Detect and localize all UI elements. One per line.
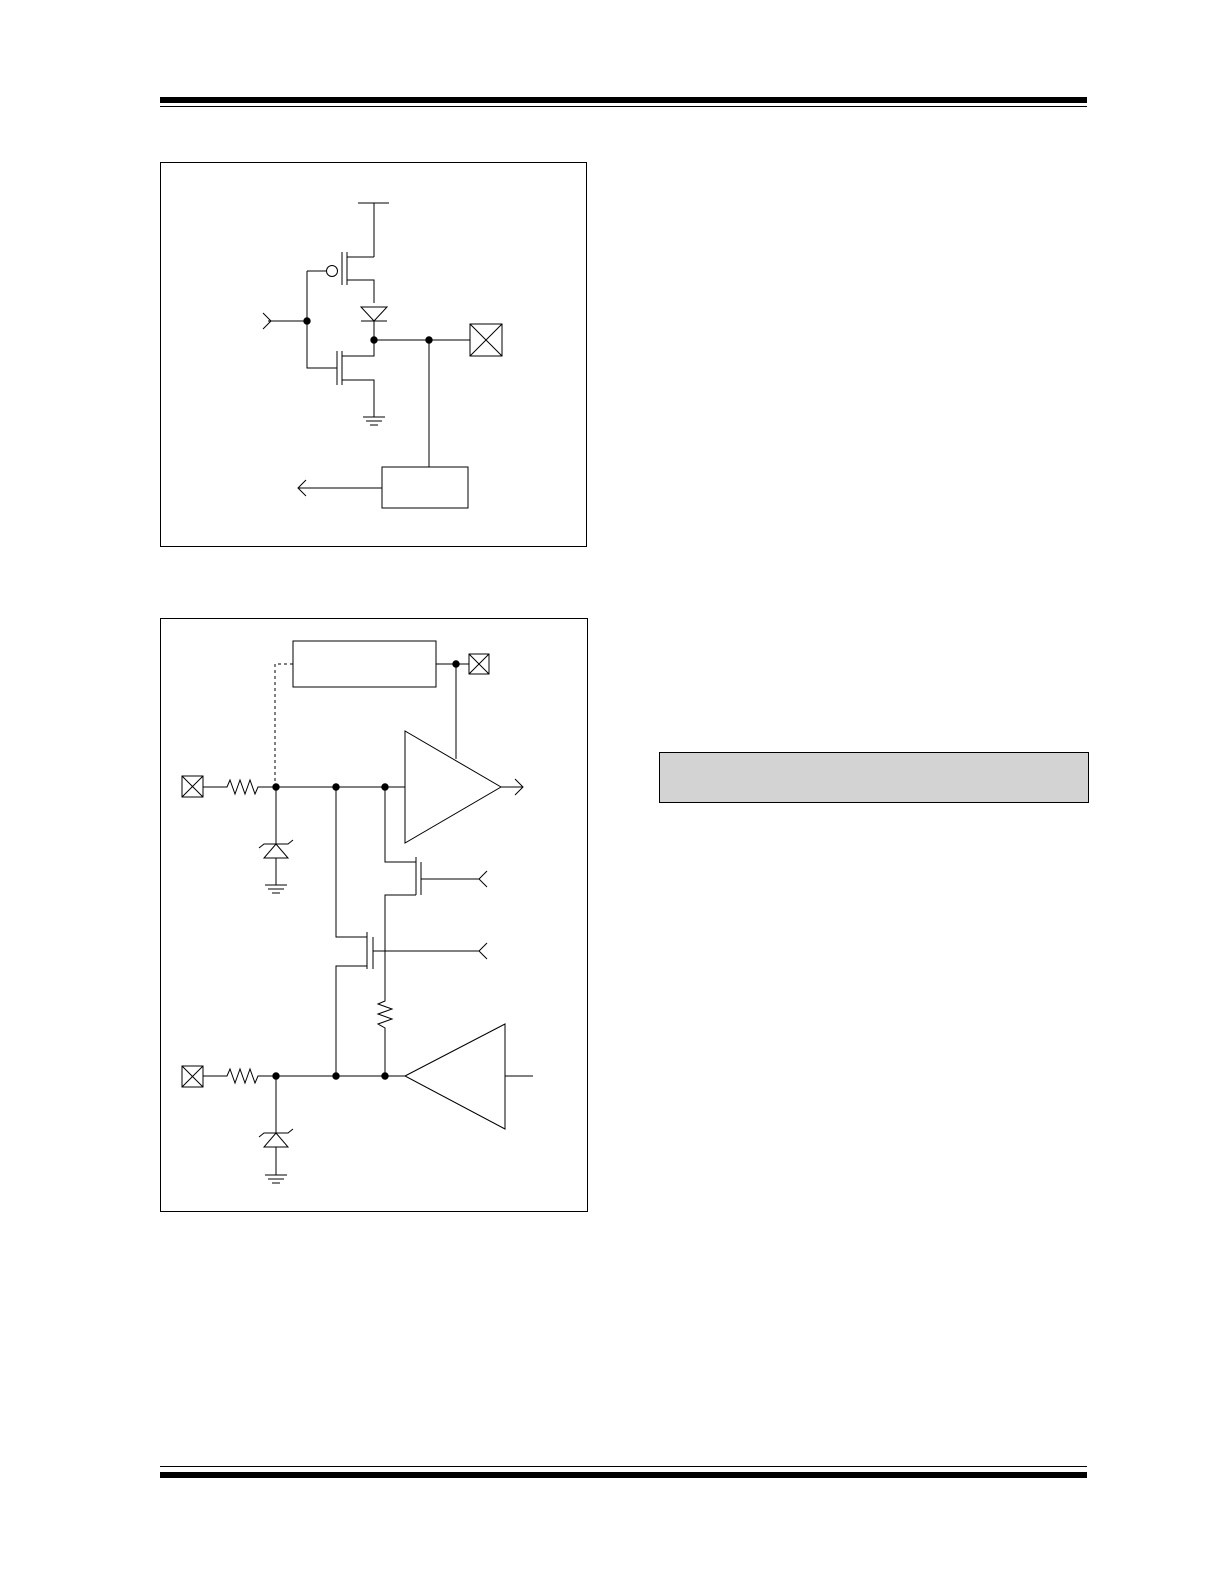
comparator-1 <box>405 731 501 843</box>
note-box <box>659 752 1089 803</box>
footer-rule-thin <box>160 1466 1087 1467</box>
gate-junction <box>304 318 310 324</box>
pin-pad-icon-2 <box>182 1066 203 1087</box>
pmos-transistor <box>307 252 374 303</box>
output-junction <box>371 337 377 343</box>
gate-bus <box>307 271 337 368</box>
junction-e <box>333 1073 339 1079</box>
resistor-3 <box>378 995 392 1076</box>
control-arrow-2 <box>479 943 487 959</box>
buffer-2 <box>405 1024 505 1129</box>
resistor-1 <box>203 780 276 794</box>
ground-symbol <box>363 417 385 425</box>
header-rule-thick <box>160 97 1087 103</box>
schematic-2-svg <box>161 619 589 1213</box>
nmos-transistor <box>337 340 374 417</box>
control-arrow-1 <box>479 871 487 887</box>
footer-rule-thick <box>160 1472 1087 1478</box>
figure-1-schematic <box>160 162 587 547</box>
junction-f <box>382 1073 388 1079</box>
pin-pad-icon-1 <box>182 776 203 797</box>
input-arrow <box>263 313 271 329</box>
dashed-link <box>275 664 293 787</box>
nmos-switch-2 <box>336 895 487 1076</box>
comparator-1-arrow <box>515 779 523 795</box>
reference-block <box>293 641 436 687</box>
schematic-1-svg <box>161 163 588 548</box>
figure-2-schematic <box>160 618 588 1212</box>
output-arrow <box>298 480 306 496</box>
ground-symbol-1 <box>265 885 287 893</box>
data-bus-block <box>382 467 468 508</box>
ground-symbol-2 <box>265 1175 287 1183</box>
pmos-bubble <box>327 266 338 277</box>
pin-pad-icon <box>470 324 502 356</box>
diode-symbol <box>361 307 387 340</box>
resistor-2 <box>203 1069 276 1083</box>
nmos-switch-1 <box>385 857 487 995</box>
pin-pad-icon-top <box>469 654 489 674</box>
header-rule-thin <box>160 106 1087 107</box>
